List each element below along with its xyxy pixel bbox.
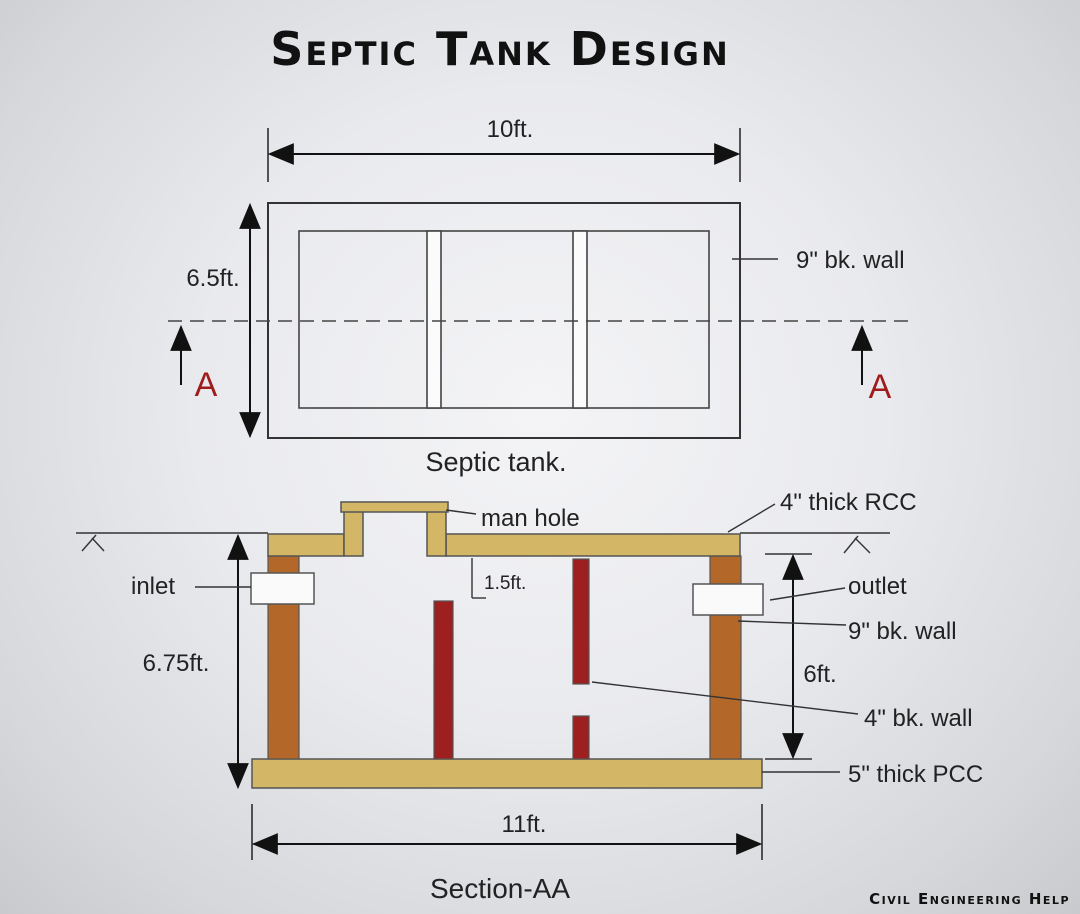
manhole-wall-left	[343, 509, 364, 557]
base-length-label: 11ft.	[502, 811, 547, 838]
plan-caption: Septic tank.	[425, 447, 566, 477]
manhole-cover	[340, 501, 449, 513]
inlet-pipe	[250, 572, 315, 605]
liquid-depth-label: 6ft.	[803, 661, 836, 688]
slab-label: 4" thick RCC	[780, 489, 917, 516]
plan-partition-wall	[572, 230, 588, 409]
manhole-label: man hole	[481, 505, 580, 532]
ground-hatch	[81, 534, 871, 554]
rcc-cover-slab-right	[445, 533, 741, 557]
inlet-label: inlet	[131, 573, 175, 600]
base-label: 5" thick PCC	[848, 761, 983, 788]
plan-length-label: 10ft.	[487, 116, 534, 143]
pcc-base-slab	[251, 758, 763, 789]
plan-partition-wall	[426, 230, 442, 409]
total-depth-label: 6.75ft.	[143, 650, 210, 677]
section-marker-right: A	[869, 368, 892, 406]
section-caption: Section-AA	[430, 873, 570, 904]
section-view: 6.75ft. 6ft. 1.5ft. 11ft. man hole 4" th…	[76, 489, 983, 904]
outer-wall-label: 9" bk. wall	[848, 618, 957, 645]
manhole-wall-right	[426, 509, 447, 557]
plan-wall-label: 9" bk. wall	[796, 247, 905, 274]
inner-baffle-wall-lower	[572, 715, 590, 760]
outlet-label: outlet	[848, 573, 907, 600]
rcc-cover-slab-left	[267, 533, 345, 557]
plan-inner-outline	[298, 230, 710, 409]
plan-view: 10ft. A A 6.5ft. 9" bk. wall Septic tank…	[168, 116, 910, 477]
inner-wall-label: 4" bk. wall	[864, 705, 973, 732]
section-marker-left: A	[195, 366, 218, 404]
outlet-pipe	[692, 583, 764, 616]
plan-width-label: 6.5ft.	[186, 265, 239, 292]
inner-baffle-wall-upper	[572, 558, 590, 685]
credit-text: Civil Engineering Help	[869, 890, 1070, 908]
inner-baffle-wall	[433, 600, 454, 760]
gap-label: 1.5ft.	[484, 573, 526, 594]
page-title: Septic Tank Design	[270, 22, 730, 76]
